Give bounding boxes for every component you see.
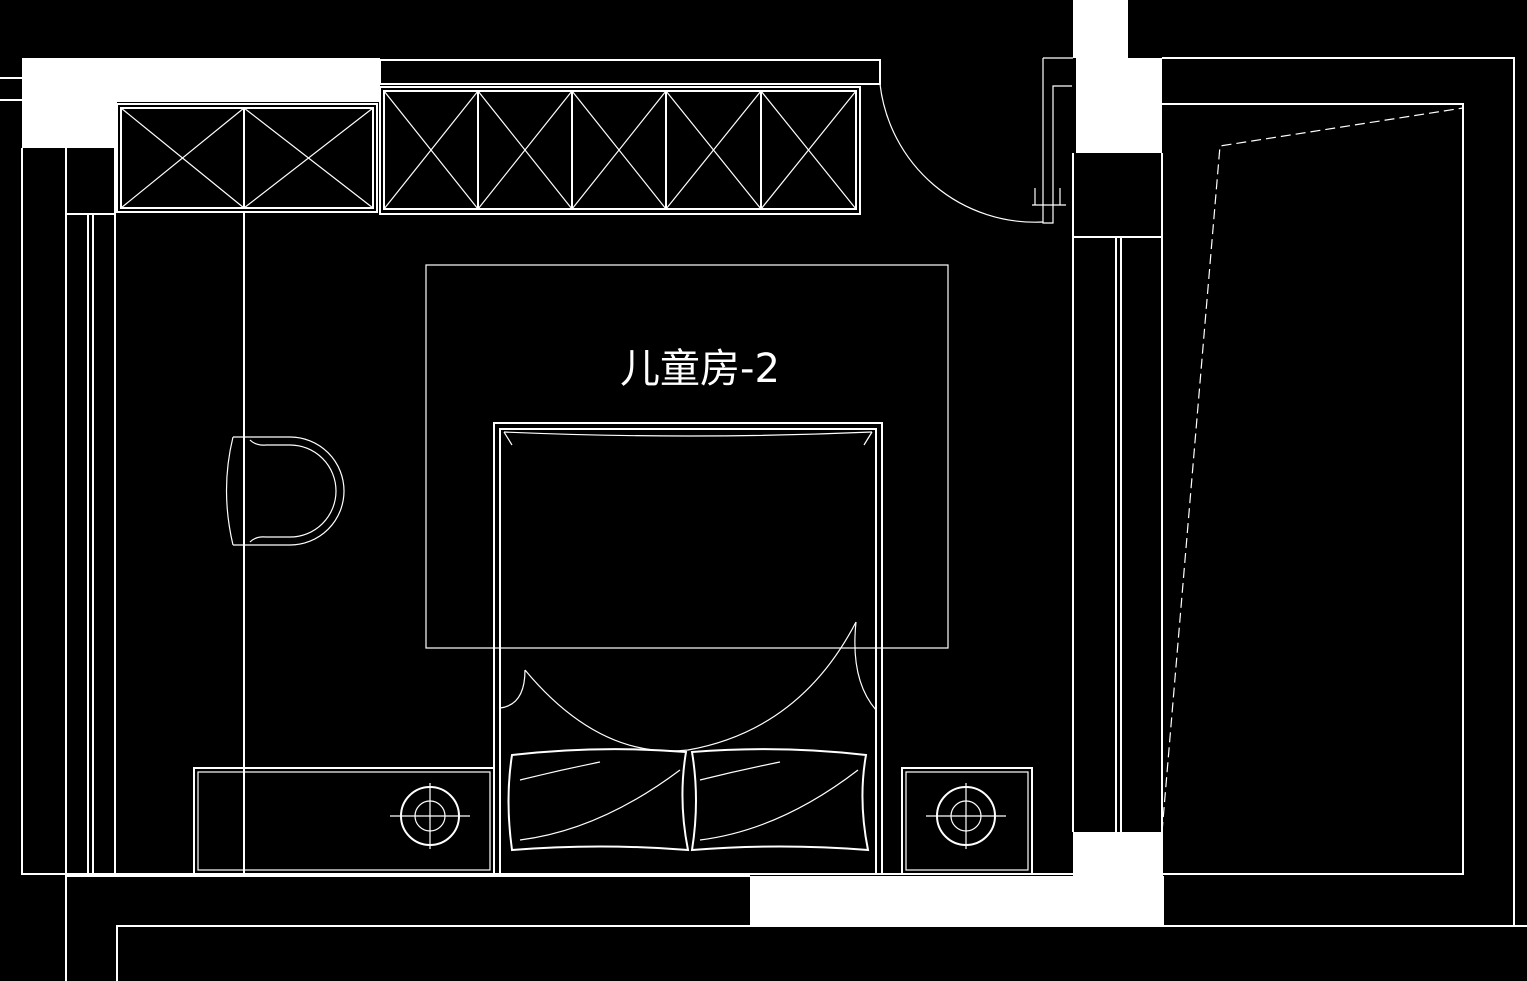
top-wall-left-return [22, 102, 117, 148]
bed-foot-edge [503, 431, 873, 437]
pillow-creases-top [519, 761, 781, 781]
room-label: 儿童房-2 [620, 346, 780, 392]
top-wall-left [22, 58, 380, 102]
nightstand-right-outer [901, 767, 1033, 875]
chair [225, 436, 345, 546]
pillow-creases [519, 769, 859, 841]
bed [493, 422, 883, 875]
nightstand-left-outer [193, 767, 495, 875]
balcony-outer-wall [1162, 57, 1515, 926]
chair-seat-outer [233, 436, 345, 546]
top-wall-thin [379, 59, 881, 85]
duvet-fold [524, 621, 857, 752]
door-jamb-top [1073, 0, 1128, 58]
nightstand-right [901, 767, 1033, 875]
nightstand-left [193, 767, 495, 875]
balcony-inner-wall [1162, 103, 1464, 875]
bottom-wall-segment [750, 876, 1164, 926]
duvet-corner-right [854, 621, 877, 711]
bottom-outer-wall [116, 925, 1527, 981]
wardrobe-left-inner [120, 107, 374, 209]
wardrobe-right [379, 86, 861, 215]
solid-walls [22, 0, 1164, 926]
door-jamb-pillar [1076, 58, 1162, 153]
rug [425, 264, 949, 649]
nightstand-right-inner [905, 771, 1029, 871]
door-swing-arc [879, 83, 1044, 223]
nightstand-left-inner [197, 771, 491, 871]
bed-mattress [499, 428, 877, 875]
wardrobe-right-cross [383, 90, 857, 210]
duvet-corner-left [499, 669, 526, 709]
pillow-right [690, 748, 870, 852]
pillow-left [507, 748, 690, 852]
chair-back [225, 436, 234, 546]
balcony-slide-door [1161, 107, 1464, 833]
wall-outlines [0, 57, 1527, 981]
bottom-right-pillar [1073, 832, 1163, 876]
left-outer-wall [21, 148, 66, 875]
wardrobe-right-frame [379, 86, 861, 215]
wardrobe-left-cross [120, 107, 374, 209]
wardrobe-left [116, 103, 378, 213]
wardrobe-right-inner [383, 90, 857, 210]
right-pillar-outline [1072, 153, 1163, 238]
chair-seat-inner [249, 439, 337, 543]
bed-corners [503, 431, 873, 446]
door-frame [1042, 58, 1072, 224]
wardrobe-left-frame [116, 103, 378, 213]
